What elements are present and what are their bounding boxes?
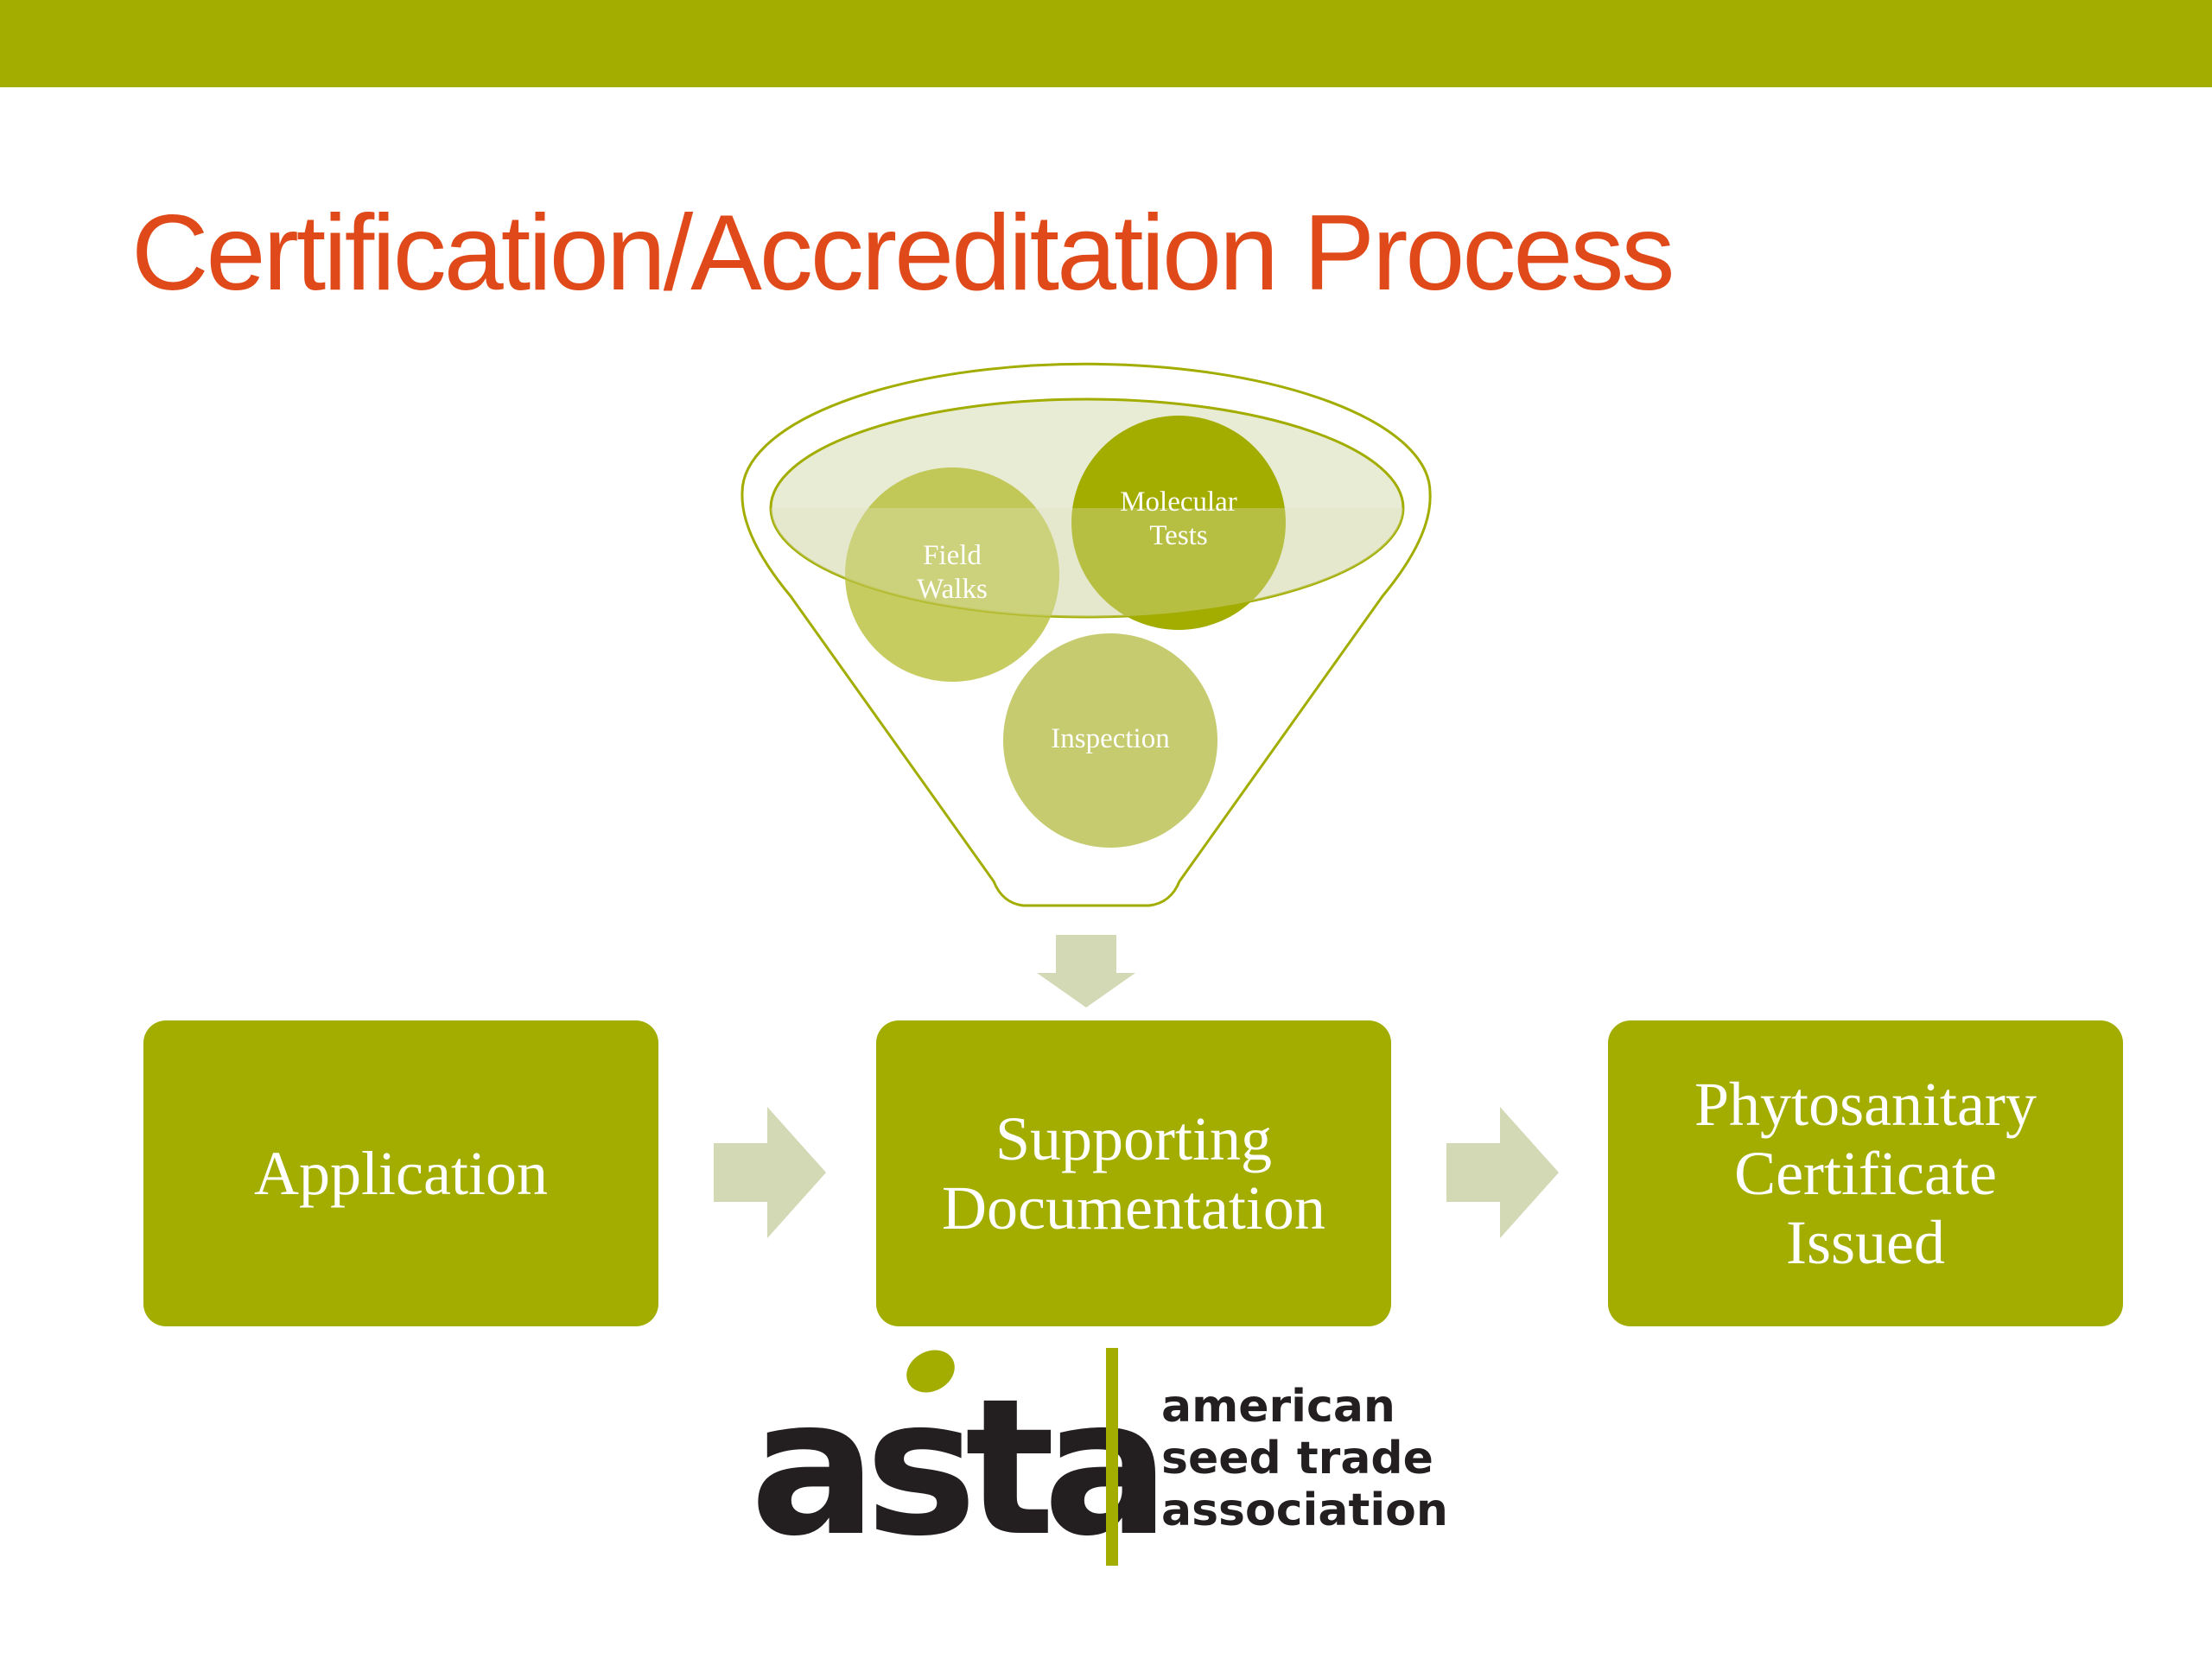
circle-molecular-tests [1071,416,1286,630]
slide-title: Certification/Accreditation Process [131,194,1675,313]
top-accent-band [0,0,2212,87]
logo-divider [1106,1348,1118,1566]
logo-wordmark: asta [750,1359,1170,1578]
step-supporting-documentation-box: Supporting Documentation [876,1020,1391,1326]
funnel-rim-overlay [771,508,1403,617]
step-application-label: Application [254,1139,548,1208]
logo-organization-name: american seed trade association [1161,1381,1448,1536]
step-application-box: Application [143,1020,658,1326]
step-phytosanitary-certificate-box: Phytosanitary Certificate Issued [1608,1020,2123,1326]
step-phytosanitary-certificate-label: Phytosanitary Certificate Issued [1694,1070,2037,1277]
circle-inspection [1003,633,1217,848]
molecular-tests-label: Molecular Tests [1120,486,1237,551]
funnel-outline [741,362,1432,907]
down-arrow [1037,935,1135,1007]
field-walks-label: Field Walks [917,540,988,605]
asta-logo: asta american seed trade association [750,1342,1448,1578]
arrow-right-1 [714,1107,826,1238]
step-supporting-documentation-label: Supporting Documentation [942,1104,1325,1243]
inspection-label: Inspection [1051,723,1170,754]
arrow-right-2 [1446,1107,1559,1238]
circle-field-walks [845,467,1059,682]
